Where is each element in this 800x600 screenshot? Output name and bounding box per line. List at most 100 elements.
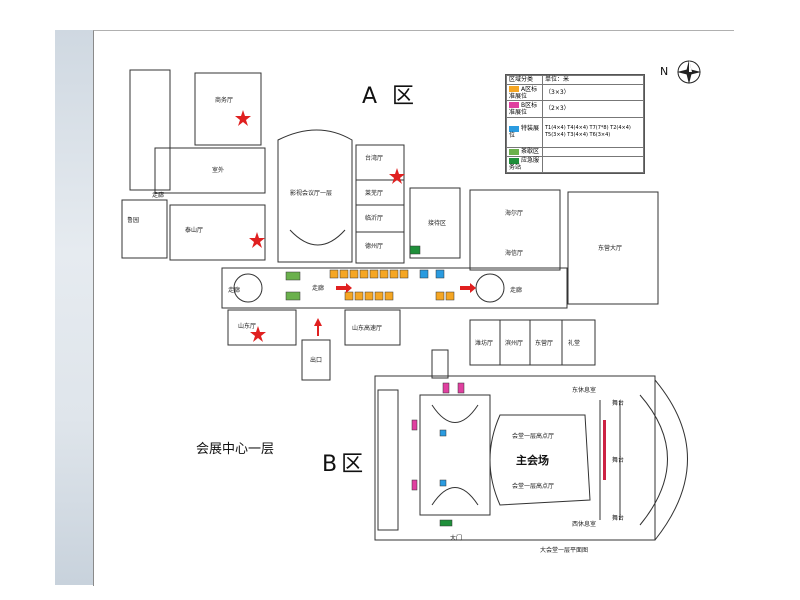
- room-label: 鲁园: [127, 216, 139, 224]
- booth-special: [439, 429, 447, 437]
- service-station: [409, 245, 421, 255]
- room-outline: [289, 229, 346, 246]
- main-venue-label: 主会场: [516, 453, 549, 467]
- room-label: 大门: [450, 534, 462, 542]
- room-label: 德州厅: [365, 242, 383, 250]
- room-label: 舞台: [612, 456, 624, 464]
- room-outline: [355, 144, 405, 264]
- b-floor-caption: 大会堂一层平面图: [540, 546, 588, 554]
- booth-b: [457, 382, 465, 394]
- room-label: 潍坊厅: [475, 339, 493, 347]
- room-label: 山东厅: [238, 322, 256, 330]
- compass-letter: N: [660, 65, 668, 78]
- legend-value: （2×3）: [542, 100, 644, 118]
- zone-a-label: A 区: [362, 84, 419, 109]
- room-label: 舞台: [612, 399, 624, 407]
- swatch-a-icon: [509, 86, 519, 93]
- booth-a: [445, 291, 455, 301]
- swatch-service-icon: [509, 157, 519, 164]
- room-outline: [169, 204, 266, 261]
- room-label: 东营厅: [535, 339, 553, 347]
- arrow-icon: [336, 283, 352, 293]
- room-label: 台湾厅: [365, 154, 383, 162]
- booth-a: [329, 269, 339, 279]
- booth-special: [435, 269, 445, 279]
- room-outline: [469, 319, 596, 366]
- room-label: 舞台: [612, 514, 624, 522]
- room-label: 东营大厅: [598, 244, 622, 252]
- room-label: 走廊: [228, 286, 240, 294]
- compass-icon: N: [660, 58, 704, 86]
- legend-label: B区标准展位: [509, 101, 538, 116]
- booth-a: [389, 269, 399, 279]
- arrow-icon: [314, 318, 322, 336]
- swatch-tea-icon: [509, 148, 519, 155]
- room-label: 接待区: [428, 219, 446, 227]
- booth-b: [442, 382, 450, 394]
- room-label: 走廊: [152, 191, 164, 199]
- arrow-icon: [460, 283, 476, 293]
- main-hall-outline: [489, 414, 591, 506]
- room-label: 山东高速厅: [352, 324, 382, 332]
- booth-b: [411, 479, 418, 491]
- room-outline: [409, 187, 461, 259]
- booth-a: [344, 291, 354, 301]
- room-label: 滨州厅: [505, 339, 523, 347]
- stage-curve: [654, 379, 688, 541]
- booth-special: [439, 479, 447, 487]
- star-icon: [249, 232, 265, 248]
- swatch-special-icon: [509, 125, 519, 132]
- booth-a: [369, 269, 379, 279]
- tea-area: [285, 291, 301, 301]
- booth-a: [435, 291, 445, 301]
- room-label: 商务厅: [215, 96, 233, 104]
- booth-a: [384, 291, 394, 301]
- booth-a: [339, 269, 349, 279]
- stage-curve: [639, 394, 668, 526]
- room-outline: [567, 191, 659, 305]
- tea-area: [285, 271, 301, 281]
- map-legend: 区域分类 单位：米 A区标准展位 （3×3） B区标准展位 （2×3） 特装展位…: [505, 74, 645, 174]
- booth-special: [419, 269, 429, 279]
- legend-value: [542, 146, 644, 157]
- room-outline: [469, 189, 561, 271]
- booths: [285, 245, 606, 527]
- star-icon: [389, 168, 405, 184]
- room-label: 临沂厅: [365, 214, 383, 222]
- legend-label: 茶歇区: [521, 148, 540, 156]
- hall-outline: [419, 394, 491, 516]
- room-outline: [227, 309, 297, 346]
- corridor-outline: [221, 267, 568, 309]
- legend-label: 特装展位: [509, 125, 540, 140]
- room-outline: [344, 309, 401, 346]
- room-label: 室外: [212, 166, 224, 174]
- legend-label: A区标准展位: [509, 85, 538, 100]
- booth-a: [354, 291, 364, 301]
- service-station: [439, 519, 453, 527]
- room-label: 会堂一层高点厅: [512, 432, 554, 440]
- stair-outline: [377, 389, 399, 531]
- left-decor-strip: [55, 30, 93, 585]
- room-label: 出口: [310, 356, 322, 364]
- booth-a: [399, 269, 409, 279]
- booth-a: [359, 269, 369, 279]
- booth-b: [411, 419, 418, 431]
- room-outline: [154, 147, 266, 194]
- star-icon: [235, 110, 251, 126]
- zone-b-outline: [374, 375, 656, 541]
- stage-edge: [603, 420, 606, 480]
- booth-a: [349, 269, 359, 279]
- legend-label: 应急服务站: [509, 157, 540, 172]
- floor-caption: 会展中心一层: [196, 442, 275, 457]
- entrance-outline: [301, 339, 331, 381]
- room-label: 海信厅: [505, 249, 523, 257]
- room-outline: [121, 199, 168, 259]
- room-label: 影视会议厅一层: [290, 189, 332, 197]
- star-icon: [250, 326, 266, 342]
- room-label: 泰山厅: [185, 226, 203, 234]
- room-label: 西休息室: [572, 520, 596, 528]
- room-label: 东休息室: [572, 386, 596, 394]
- room-outline: [277, 129, 353, 263]
- booth-a: [364, 291, 374, 301]
